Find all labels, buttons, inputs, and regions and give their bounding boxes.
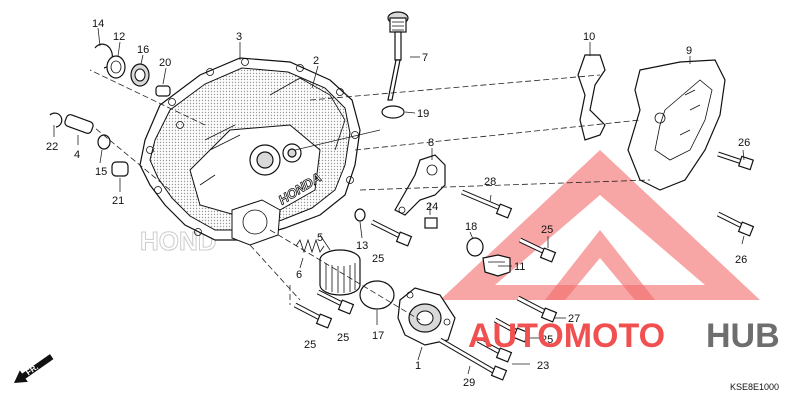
- callout-labels: 14 12 16 20 3 2 7 19 8 10 9 22 4 15 21 2…: [46, 18, 750, 389]
- cover-gasket: [269, 77, 346, 151]
- callout-25d: 25: [541, 334, 553, 346]
- filter-cover: [397, 287, 456, 346]
- callout-6: 6: [296, 269, 302, 281]
- gasket-10: [577, 54, 606, 141]
- callout-14: 14: [92, 18, 104, 30]
- callout-11: 11: [514, 261, 525, 273]
- o-ring-17: [359, 280, 395, 310]
- callout-21: 21: [112, 195, 124, 207]
- callout-1: 1: [415, 360, 421, 372]
- callout-12: 12: [113, 31, 125, 43]
- callout-15: 15: [95, 166, 107, 178]
- sprocket-cover-9: [627, 59, 726, 191]
- callout-13: 13: [356, 240, 368, 252]
- callout-2: 2: [313, 55, 319, 67]
- callout-3: 3: [236, 31, 242, 43]
- o-ring-18: [466, 237, 484, 257]
- callout-9: 9: [686, 45, 692, 57]
- callout-18: 18: [465, 221, 477, 233]
- dipstick: [387, 11, 409, 101]
- seal-parts: [94, 43, 171, 97]
- callout-22: 22: [46, 141, 58, 153]
- callout-17: 17: [372, 330, 384, 342]
- watermark-text: AUTOMOTO HUB: [468, 317, 780, 355]
- callout-25b: 25: [372, 253, 384, 265]
- front-arrow: FR.: [14, 354, 54, 383]
- leader-lines: [53, 27, 745, 375]
- bolts: [293, 151, 755, 381]
- crankcase-cover: HONDA: [139, 57, 361, 246]
- callout-25c: 25: [337, 332, 349, 344]
- callout-27: 27: [568, 313, 580, 325]
- callout-4: 4: [74, 149, 80, 161]
- callout-25e: 25: [304, 339, 316, 351]
- callout-26b: 26: [735, 254, 747, 266]
- oil-filter: [319, 249, 361, 296]
- callout-8: 8: [428, 137, 434, 149]
- callout-10: 10: [583, 31, 595, 43]
- callout-5: 5: [317, 232, 323, 244]
- callout-16: 16: [137, 44, 149, 56]
- bracket-8: [394, 154, 446, 216]
- diagram-code: KSE8E1000: [730, 382, 779, 392]
- callout-25a: 25: [541, 224, 553, 236]
- callout-26a: 26: [738, 137, 750, 149]
- spring-6: [295, 238, 325, 254]
- callout-23: 23: [537, 360, 549, 372]
- washer-13: [354, 208, 366, 222]
- callout-7: 7: [422, 52, 428, 64]
- callout-19: 19: [417, 108, 429, 120]
- bolt-24: [424, 217, 438, 229]
- callout-28: 28: [484, 176, 496, 188]
- callout-29: 29: [463, 377, 475, 389]
- o-ring-19: [381, 105, 405, 119]
- plug-11: [482, 254, 511, 277]
- watermark-logo: [440, 150, 760, 300]
- callout-20: 20: [159, 57, 171, 69]
- watermark-text-right: HUB: [706, 317, 780, 355]
- callout-24: 24: [426, 201, 438, 213]
- shaft-parts: [49, 112, 129, 177]
- watermark-text-left: AUTOMOTO: [468, 317, 665, 355]
